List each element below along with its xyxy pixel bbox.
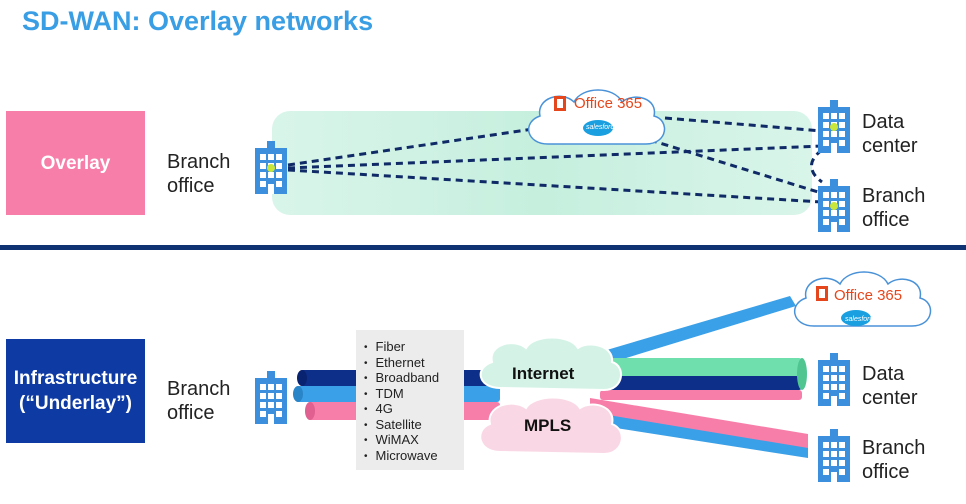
label-line: Branch (862, 437, 926, 459)
transport-item: Broadband (364, 370, 464, 387)
underlay-data-center-label: Data center (862, 362, 918, 410)
salesforce-logo-icon (583, 120, 613, 136)
label-line: Branch (167, 151, 231, 173)
label-line: office (167, 175, 215, 197)
overlay-salesforce-label: salesforce (586, 124, 618, 131)
mpls-cloud (479, 396, 623, 456)
underlay-branch-right-building-icon (818, 429, 850, 482)
internet-cloud (479, 336, 622, 392)
overlay-data-center-label: Data center (862, 110, 918, 158)
salesforce-logo-icon (841, 310, 871, 326)
internet-label: Internet (512, 364, 575, 383)
transport-item: WiMAX (364, 432, 464, 449)
transport-media-box: Fiber Ethernet Broadband TDM 4G Satellit… (356, 330, 464, 470)
underlay-branch-right-label: Branch office (862, 436, 925, 484)
overlay-branch-left-building-icon (255, 141, 287, 194)
overlay-label: Overlay (40, 152, 111, 174)
section-divider (0, 245, 966, 250)
transport-item: 4G (364, 401, 464, 418)
overlay-band (272, 111, 812, 215)
transport-item: TDM (364, 386, 464, 403)
label-line: Data (862, 111, 905, 133)
underlay-salesforce-label: salesforce (845, 316, 877, 323)
transport-item: Ethernet (364, 355, 464, 372)
transport-media-list: Fiber Ethernet Broadband TDM 4G Satellit… (356, 330, 464, 464)
label-line: Branch (862, 185, 926, 207)
overlay-saas-cloud (527, 89, 666, 145)
label-line: center (862, 387, 918, 409)
label-line: Data (862, 363, 905, 385)
overlay-branch-left-label: Branch office (167, 150, 230, 198)
infrastructure-label-box: Infrastructure (“Underlay”) (6, 339, 145, 443)
infrastructure-label-line-2: (“Underlay”) (19, 393, 132, 414)
overlay-office365-label: Office 365 (574, 95, 643, 112)
underlay-branch-left-building-icon (255, 371, 287, 424)
underlay-office365-label: Office 365 (834, 287, 903, 304)
underlay-branch-left-label: Branch office (167, 377, 230, 425)
overlay-branch-right-building-icon (818, 179, 850, 232)
transport-item: Microwave (364, 448, 464, 465)
label-line: Branch (167, 378, 231, 400)
infrastructure-label-line-1: Infrastructure (13, 368, 138, 389)
label-line: office (862, 209, 910, 231)
transport-item: Satellite (364, 417, 464, 434)
transport-item: Fiber (364, 339, 464, 356)
overlay-label-box: Overlay (6, 111, 145, 215)
underlay-data-center-building-icon (818, 353, 850, 406)
label-line: office (862, 461, 910, 483)
label-line: center (862, 135, 918, 157)
overlay-branch-right-label: Branch office (862, 184, 925, 232)
underlay-right-pipes (590, 296, 808, 458)
mpls-label: MPLS (524, 416, 572, 435)
label-line: office (167, 402, 215, 424)
overlay-data-center-building-icon (818, 100, 850, 153)
page-title: SD-WAN: Overlay networks (22, 6, 374, 36)
underlay-saas-cloud (793, 271, 932, 327)
